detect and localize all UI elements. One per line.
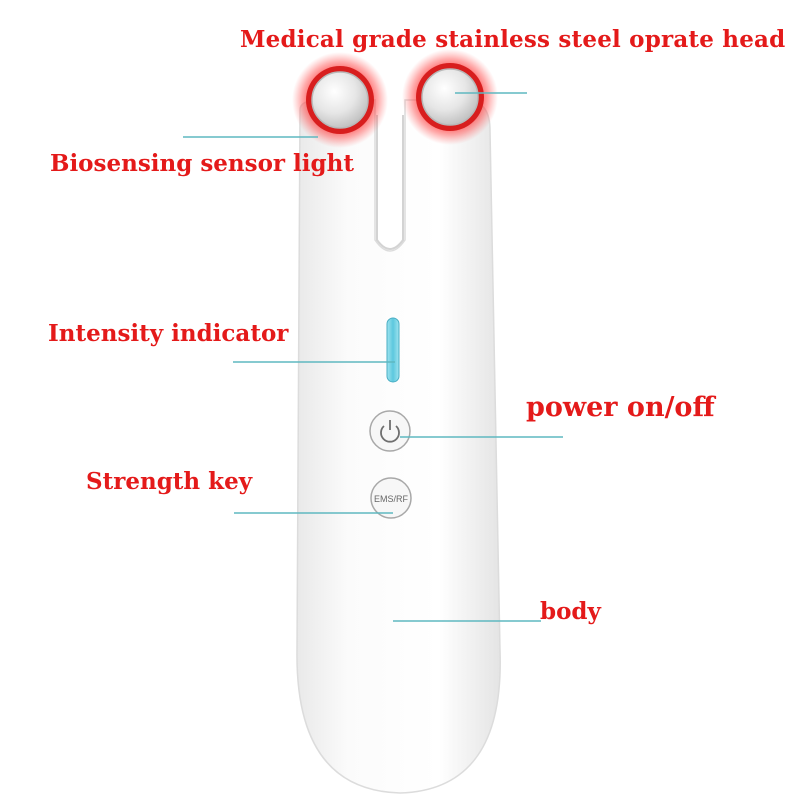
label-sensor-light: Biosensing sensor light: [50, 150, 354, 177]
leader-lines: [183, 92, 563, 622]
label-body: body: [540, 598, 601, 625]
left-operate-head: [292, 52, 388, 148]
label-intensity-indicator: Intensity indicator: [48, 320, 289, 347]
power-icon: [380, 420, 400, 443]
power-button[interactable]: [369, 410, 411, 452]
strength-key-text: EMS/RF: [374, 494, 409, 504]
strength-key-button[interactable]: EMS/RF: [370, 477, 412, 519]
right-operate-head: [402, 49, 498, 145]
label-power: power on/off: [526, 392, 715, 423]
label-operate-head: Medical grade stainless steel oprate hea…: [240, 26, 786, 53]
label-strength-key: Strength key: [86, 468, 253, 495]
intensity-indicator: [386, 317, 400, 383]
